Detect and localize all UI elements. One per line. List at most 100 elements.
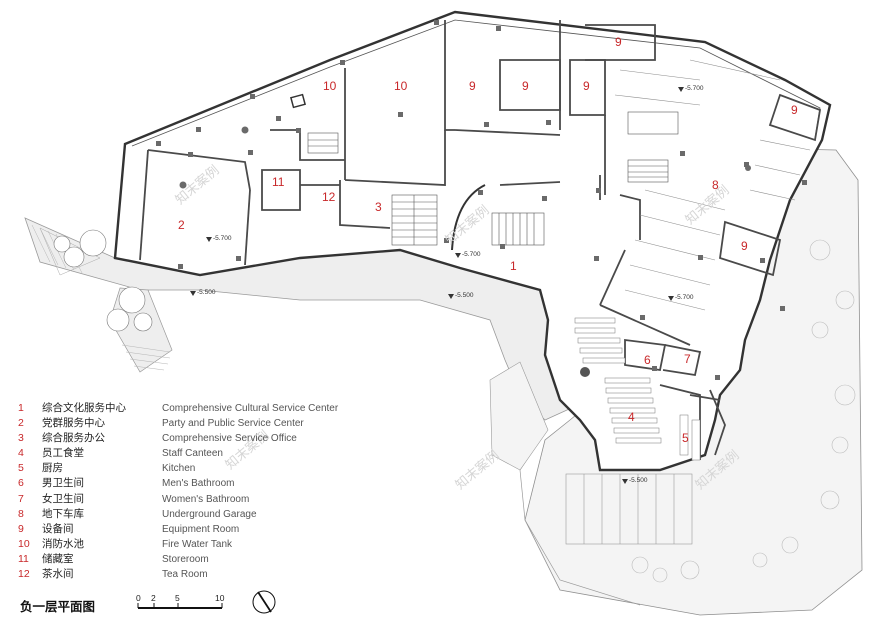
room-label: 10	[323, 79, 337, 93]
level-marker: -5.700	[678, 85, 704, 92]
room-label: 2	[178, 218, 185, 232]
svg-text:-5.700: -5.700	[462, 251, 481, 258]
svg-text:-5.700: -5.700	[685, 85, 704, 92]
legend-label-en: Equipment Room	[162, 523, 240, 535]
room-label: 9	[522, 79, 529, 93]
legend-label-en: Party and Public Service Center	[162, 418, 304, 430]
room-label: 9	[583, 79, 590, 93]
legend-row: 3 综合服务办公 Comprehensive Service Office	[18, 431, 378, 446]
legend-number: 1	[18, 402, 24, 414]
legend-label-cn: 设备间	[42, 522, 74, 535]
legend-label-cn: 综合文化服务中心	[42, 402, 126, 414]
level-marker: -5.500	[622, 477, 648, 484]
room-label: 7	[684, 352, 691, 366]
legend-label-cn: 厨房	[42, 462, 63, 475]
svg-text:-5.500: -5.500	[455, 292, 474, 299]
svg-text:-5.500: -5.500	[629, 477, 648, 484]
legend-label-cn: 员工食堂	[42, 447, 84, 460]
level-marker: -5.500	[448, 292, 474, 299]
north-arrow-icon	[252, 590, 276, 614]
legend-label-en: Women's Bathroom	[162, 493, 250, 505]
legend-label-en: Underground Garage	[162, 508, 257, 520]
scale-tick-label: 5	[175, 593, 180, 603]
room-label: 12	[322, 190, 336, 204]
legend-number: 10	[18, 537, 30, 550]
legend-row: 8 地下车库 Underground Garage	[18, 507, 378, 522]
legend-label-en: Fire Water Tank	[162, 538, 233, 550]
legend-label-cn: 消防水池	[42, 537, 84, 550]
legend-row: 2 党群服务中心 Party and Public Service Center	[18, 416, 378, 431]
scale-tick-label: 10	[215, 593, 225, 603]
legend-label-en: Staff Canteen	[162, 448, 223, 460]
legend-row: 11 储藏室 Storeroom	[18, 552, 378, 567]
legend-number: 5	[18, 462, 24, 475]
void-marker	[179, 93, 751, 377]
room-label: 9	[741, 239, 748, 253]
room-label: 3	[375, 200, 382, 214]
scale-tick-label: 0	[136, 593, 141, 603]
legend-label-cn: 茶水间	[42, 568, 74, 581]
svg-text:知末案例: 知末案例	[452, 447, 502, 493]
legend-number: 9	[18, 522, 24, 535]
stair-icon	[307, 111, 679, 246]
svg-text:-5.500: -5.500	[197, 289, 216, 296]
scale-bar: 0 2 5 10	[136, 593, 225, 609]
building-outline	[113, 10, 832, 472]
room-label: 6	[644, 353, 651, 367]
structural-columns	[156, 20, 807, 380]
legend-row: 4 员工食堂 Staff Canteen	[18, 446, 378, 461]
legend-label-cn: 综合服务办公	[42, 432, 105, 445]
room-labels: 1 2 3 4 5 6 7 8 9 9 9 9 9 9 10 10 11 12	[178, 35, 798, 445]
svg-text:-5.700: -5.700	[213, 235, 232, 242]
legend-label-cn: 地下车库	[42, 507, 84, 520]
legend-label-cn: 女卫生间	[42, 492, 84, 505]
level-marker: -5.700	[455, 251, 481, 258]
legend-number: 3	[18, 432, 24, 445]
legend-label-cn: 男卫生间	[42, 477, 84, 490]
room-label: 4	[628, 410, 635, 424]
legend-row: 10 消防水池 Fire Water Tank	[18, 537, 378, 552]
legend-label-en: Comprehensive Cultural Service Center	[162, 403, 339, 414]
room-label: 5	[682, 431, 689, 445]
tree-icon	[53, 229, 153, 332]
plan-title: 负一层平面图	[20, 599, 96, 614]
level-marker: -5.700	[206, 235, 232, 242]
room-label: 9	[469, 79, 476, 93]
level-markers: -5.700 -5.700 -5.500 -5.500 -5.700 -5.70…	[190, 85, 704, 484]
room-label: 10	[394, 79, 408, 93]
legend-row: 9 设备间 Equipment Room	[18, 522, 378, 537]
legend-row: 7 女卫生间 Women's Bathroom	[18, 492, 378, 507]
canteen-tables	[574, 317, 701, 461]
level-marker: -5.700	[668, 294, 694, 301]
legend-number: 7	[18, 492, 24, 505]
legend-row: 5 厨房 Kitchen	[18, 461, 378, 476]
garage-bays	[614, 59, 811, 311]
room-label: 1	[510, 259, 517, 273]
legend-number: 2	[18, 417, 24, 430]
legend-label-en: Tea Room	[162, 569, 208, 581]
room-label: 9	[615, 35, 622, 49]
legend-label-en: Men's Bathroom	[162, 478, 235, 490]
legend-label-en: Storeroom	[162, 553, 209, 565]
room-label: 8	[712, 178, 719, 192]
legend-number: 12	[18, 568, 30, 581]
legend-label-cn: 党群服务中心	[42, 417, 105, 430]
legend-label-cn: 储藏室	[42, 552, 74, 565]
legend-number: 6	[18, 477, 24, 490]
legend-row: 12 茶水间 Tea Room	[18, 567, 378, 582]
legend-number: 11	[18, 552, 29, 565]
legend-row: 1 综合文化服务中心 Comprehensive Cultural Service …	[18, 401, 378, 416]
room-label: 9	[791, 103, 798, 117]
curved-wall	[451, 184, 486, 251]
legend-label-en: Comprehensive Service Office	[162, 433, 297, 445]
svg-text:-5.700: -5.700	[675, 294, 694, 301]
legend-label-en: Kitchen	[162, 463, 196, 475]
legend-number: 4	[18, 447, 24, 460]
level-marker: -5.500	[190, 289, 216, 296]
room-label: 11	[272, 175, 285, 189]
legend-row: 6 男卫生间 Men's Bathroom	[18, 476, 378, 491]
legend-number: 8	[18, 507, 24, 520]
scale-tick-label: 2	[151, 593, 156, 603]
interior-walls	[139, 20, 822, 460]
